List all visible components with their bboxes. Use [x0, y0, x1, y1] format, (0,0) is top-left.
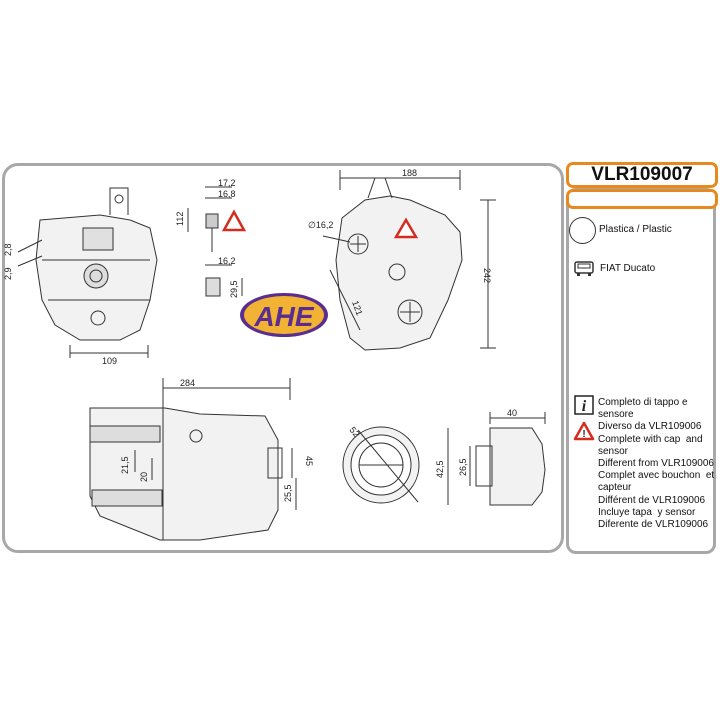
brand-logo-text: AHE — [253, 301, 314, 332]
note-line: Incluye tapa y sensor — [598, 506, 696, 518]
dim-label: 40 — [507, 408, 517, 418]
note-line: Different from VLR109006 — [598, 458, 714, 470]
vehicle-label: FIAT Ducato — [600, 263, 656, 274]
note-line: Différent de VLR109006 — [598, 494, 706, 506]
dim-label: 109 — [102, 356, 117, 366]
product-code: VLR109007 — [566, 162, 718, 188]
dim-label: 284 — [180, 378, 195, 388]
product-notes: Completo di tappo e sensore Diverso da V… — [598, 397, 716, 531]
dim-label: 2,9 — [3, 267, 13, 280]
dim-label: 2,8 — [3, 243, 13, 256]
dim-label: 188 — [402, 168, 417, 178]
dim-label: 112 — [175, 212, 185, 226]
dim-label: 17,2 — [218, 178, 236, 188]
warning-triangle-icon — [221, 209, 247, 232]
note-line: Completo di tappo e — [598, 397, 688, 408]
dim-label: 20 — [139, 472, 149, 482]
van-icon — [574, 261, 594, 276]
dim-label: 16,2 — [218, 256, 236, 266]
warning-triangle-icon — [393, 217, 419, 239]
note-line: sensor — [598, 445, 629, 457]
note-line: Diferente de VLR109006 — [598, 519, 709, 531]
dim-label: 16,8 — [218, 189, 236, 199]
empty-field — [566, 189, 718, 209]
dim-label: 25,5 — [283, 484, 293, 502]
svg-text:!: ! — [582, 429, 585, 440]
warning-triangle-icon: ! — [573, 421, 595, 441]
dim-label: 45 — [304, 456, 314, 466]
dim-label: ∅16,2 — [308, 220, 333, 230]
info-icon: i — [574, 395, 594, 415]
note-line: capteur — [598, 482, 632, 494]
material-label: Plastica / Plastic — [599, 224, 672, 235]
note-line: Complete with cap and — [598, 433, 703, 445]
circle-icon — [569, 217, 596, 244]
dim-label: 242 — [482, 268, 492, 283]
dim-label: 52 — [347, 425, 361, 439]
dim-label: 121 — [350, 299, 365, 317]
note-line: sensore — [598, 409, 634, 421]
dim-label: 29,5 — [229, 280, 239, 298]
dim-label: 26,5 — [458, 458, 468, 476]
brand-logo: AHE — [240, 293, 328, 337]
info-panel — [566, 188, 716, 554]
dim-label: 21,5 — [120, 456, 130, 474]
note-line: Diverso da VLR109006 — [598, 421, 702, 433]
note-line: Complet avec bouchon et — [598, 470, 715, 482]
svg-text:i: i — [582, 398, 587, 415]
dim-label: 42,5 — [435, 460, 445, 478]
